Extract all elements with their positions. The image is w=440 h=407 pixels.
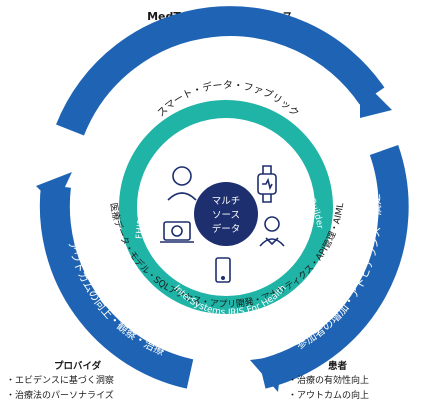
arrow-head-top <box>360 78 392 118</box>
patients-item-1: ・治療の有効性向上 <box>288 376 370 386</box>
arrow-head-left <box>36 172 72 206</box>
outer-arc-left <box>39 184 194 389</box>
center-circle <box>194 182 258 246</box>
providers-item-1: ・エビデンスに基づく洞察 <box>6 376 114 386</box>
patients-title: 患者 <box>328 361 348 372</box>
outer-arc-top <box>56 6 385 136</box>
smartwatch-icon <box>257 165 277 203</box>
smartphone-icon <box>215 257 231 283</box>
outer-arc-right <box>258 145 409 389</box>
patients-item-2: ・アウトカムの向上 <box>288 391 370 401</box>
person-icon <box>167 166 197 201</box>
providers-item-2: ・治療法のパーソナライズ <box>6 391 114 401</box>
providers-title: プロバイダ <box>54 361 102 372</box>
doctor-icon <box>259 216 285 247</box>
outer-ring <box>36 6 409 392</box>
laptop-icon <box>160 221 194 243</box>
arrow-head-right <box>250 356 282 392</box>
center-line3: データ <box>212 223 241 235</box>
center-line1: マルチ <box>212 196 241 207</box>
center-line2: ソース <box>212 210 240 221</box>
